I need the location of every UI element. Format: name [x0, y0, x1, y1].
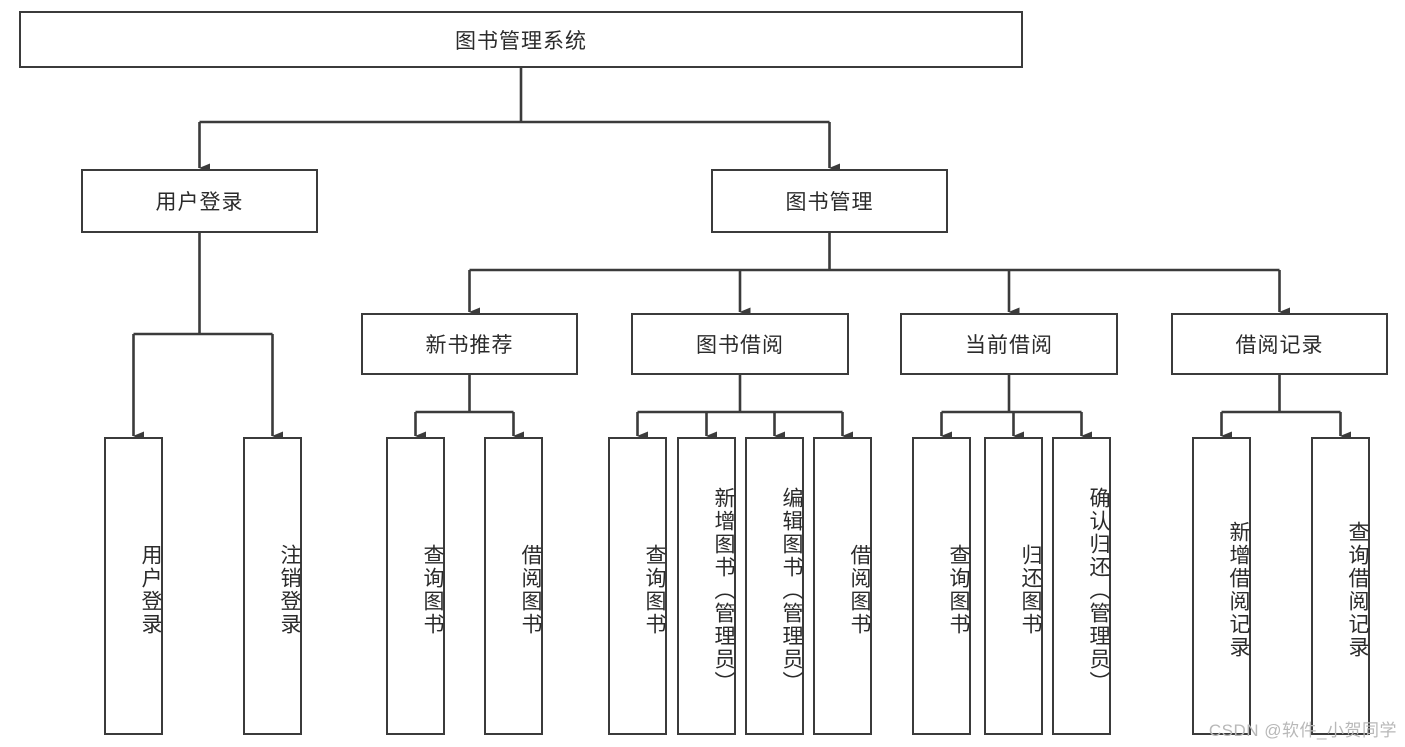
node-label-query-book-2: 查询图书 [643, 544, 666, 636]
node-label-root: 图书管理系统 [455, 29, 587, 53]
node-query-book-3[interactable]: 查询图书 [912, 437, 971, 735]
node-book-management[interactable]: 图书管理 [711, 169, 948, 233]
watermark-label: CSDN @软件_小贺同学 [1208, 721, 1397, 740]
node-label-edit-book-admin: 编辑图书（管理员） [780, 486, 803, 694]
node-return-book[interactable]: 归还图书 [984, 437, 1043, 735]
node-borrow-record[interactable]: 借阅记录 [1171, 313, 1388, 375]
node-label-user-login-leaf: 用户登录 [139, 544, 162, 636]
node-root[interactable]: 图书管理系统 [19, 11, 1023, 68]
node-current-borrow[interactable]: 当前借阅 [900, 313, 1118, 375]
node-label-return-book: 归还图书 [1019, 544, 1042, 636]
node-query-borrow-record[interactable]: 查询借阅记录 [1311, 437, 1370, 735]
node-label-borrow-book-2: 借阅图书 [848, 544, 871, 636]
node-book-borrow[interactable]: 图书借阅 [631, 313, 849, 375]
node-add-borrow-record[interactable]: 新增借阅记录 [1192, 437, 1251, 735]
node-label-borrow-book-1: 借阅图书 [519, 544, 542, 636]
node-label-user-logout-leaf: 注销登录 [278, 544, 301, 636]
node-user-login[interactable]: 用户登录 [81, 169, 318, 233]
node-add-book-admin[interactable]: 新增图书（管理员） [677, 437, 736, 735]
node-label-query-book-1: 查询图书 [421, 544, 444, 636]
node-query-book-2[interactable]: 查询图书 [608, 437, 667, 735]
node-confirm-return-admin[interactable]: 确认归还（管理员） [1052, 437, 1111, 735]
node-query-book-1[interactable]: 查询图书 [386, 437, 445, 735]
node-user-login-leaf[interactable]: 用户登录 [104, 437, 163, 735]
node-label-add-borrow-record: 新增借阅记录 [1227, 521, 1250, 659]
node-label-query-borrow-record: 查询借阅记录 [1346, 521, 1369, 659]
node-label-book-borrow: 图书借阅 [696, 334, 784, 357]
node-label-add-book-admin: 新增图书（管理员） [712, 486, 735, 694]
node-label-query-book-3: 查询图书 [947, 544, 970, 636]
node-borrow-book-2[interactable]: 借阅图书 [813, 437, 872, 735]
node-label-user-login: 用户登录 [155, 191, 244, 214]
node-edit-book-admin[interactable]: 编辑图书（管理员） [745, 437, 804, 735]
node-label-current-borrow: 当前借阅 [965, 334, 1053, 357]
node-borrow-book-1[interactable]: 借阅图书 [484, 437, 543, 735]
node-new-book-recommend[interactable]: 新书推荐 [361, 313, 578, 375]
node-label-new-book-recommend: 新书推荐 [425, 334, 514, 357]
node-user-logout-leaf[interactable]: 注销登录 [243, 437, 302, 735]
node-label-borrow-record: 借阅记录 [1235, 334, 1324, 357]
node-label-book-management: 图书管理 [785, 191, 874, 214]
node-label-confirm-return-admin: 确认归还（管理员） [1087, 486, 1110, 694]
